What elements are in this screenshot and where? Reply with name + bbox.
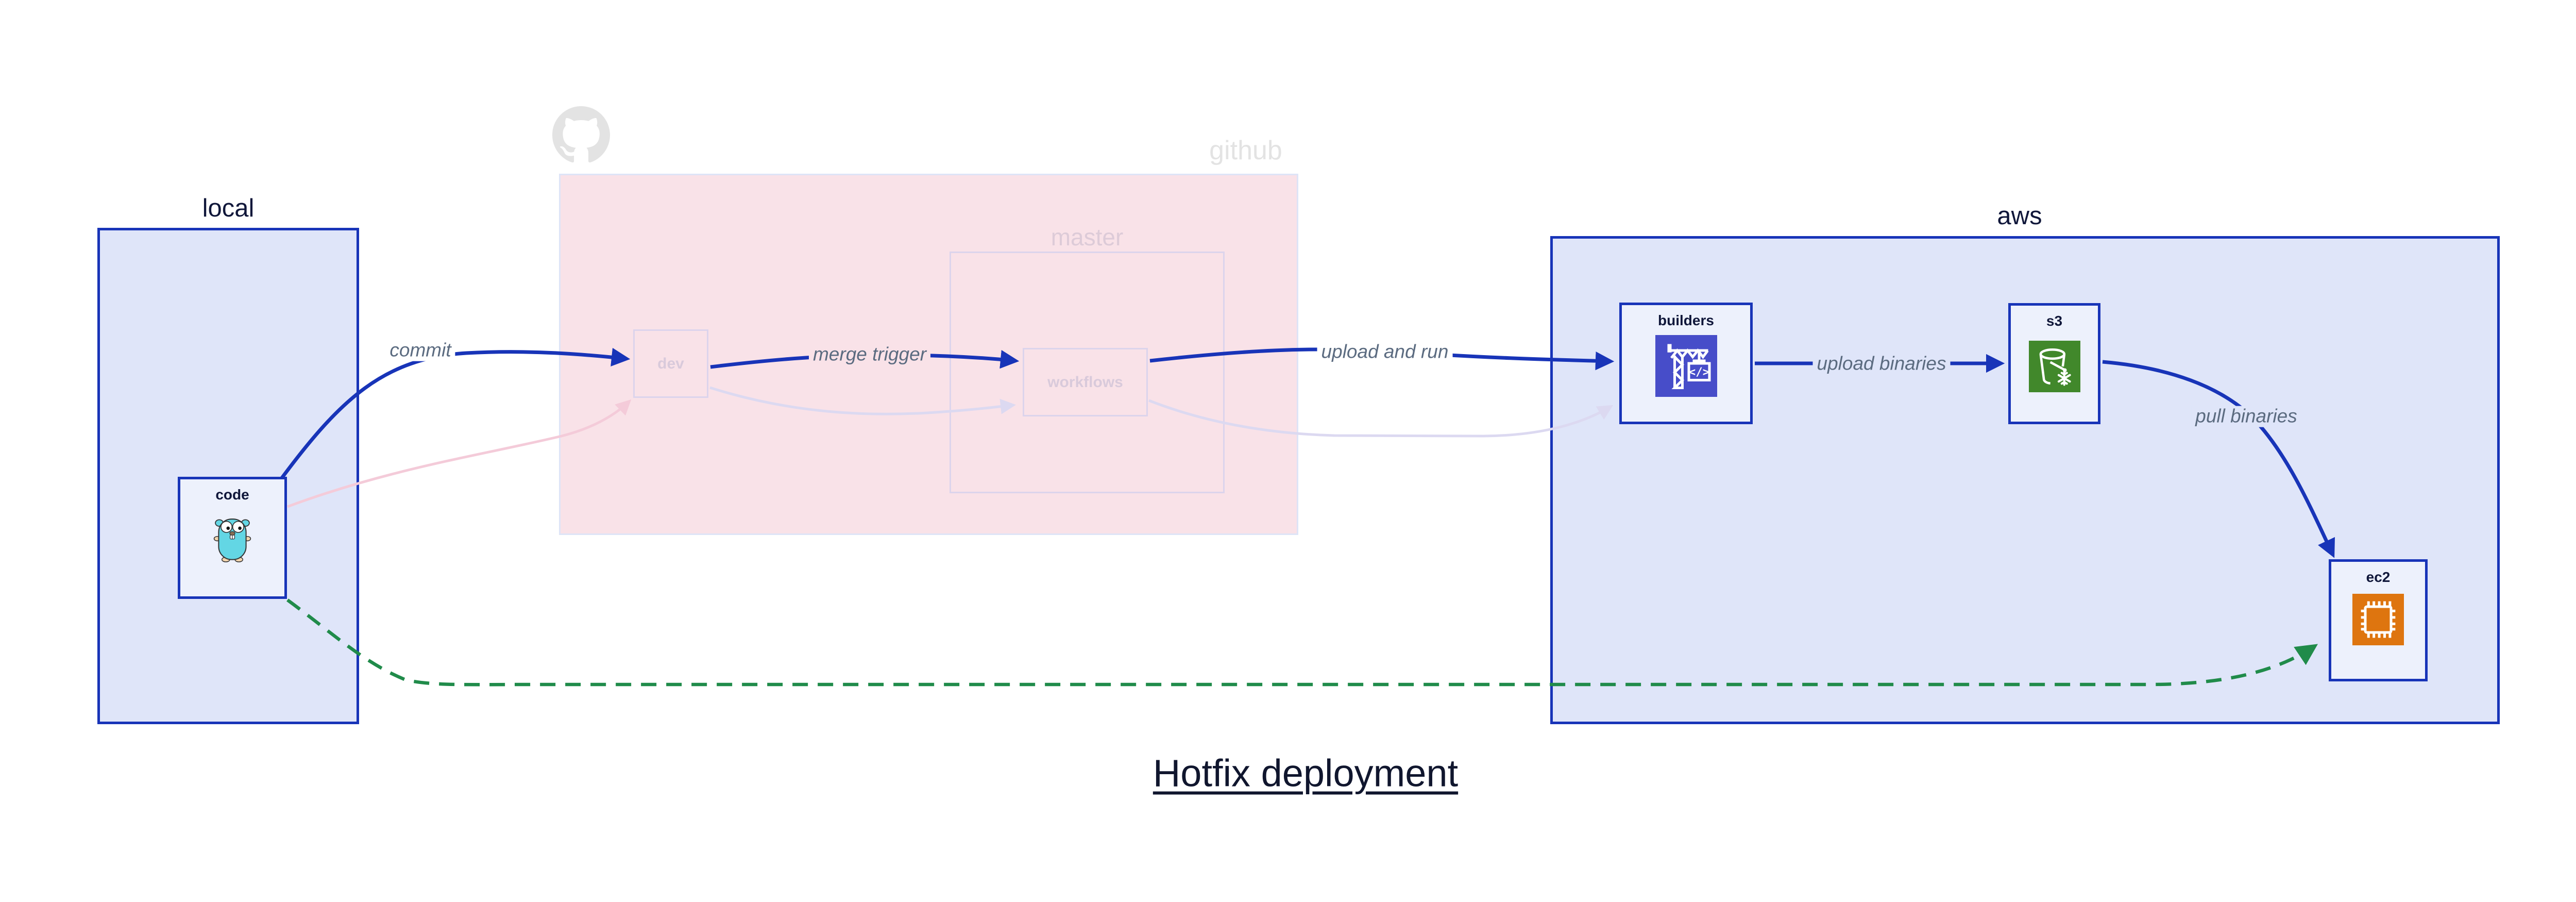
node-workflows: workflows [1023,348,1148,416]
node-workflows-label: workflows [1047,373,1123,391]
github-octocat-icon [552,106,610,163]
codebuild-crane-icon: </> [1655,335,1717,397]
node-builders-label: builders [1658,312,1714,328]
master-branch-box [950,252,1225,493]
s3-bucket-icon [2028,341,2080,392]
edge-label-pull-binaries: pull binaries [2191,406,2301,427]
node-code: code [178,477,287,599]
aws-group-label: aws [1997,202,2042,230]
node-ec2-label: ec2 [2366,569,2391,585]
svg-text:</>: </> [1688,365,1709,379]
diagram-title: Hotfix deployment [1153,751,1459,795]
node-code-label: code [215,487,249,503]
edge-label-merge-trigger: merge trigger [808,344,931,365]
node-builders: builders </> [1619,303,1753,424]
node-dev-label: dev [657,355,684,372]
node-dev: dev [633,329,708,398]
github-group-label: github [1209,136,1282,165]
local-group-box [97,228,359,724]
go-gopher-icon [213,519,251,562]
master-branch-label: master [1050,224,1124,250]
node-ec2: ec2 [2329,559,2428,681]
edge-label-upload-and-run: upload and run [1317,341,1453,363]
edge-label-upload-binaries: upload binaries [1812,353,1951,375]
node-s3-label: s3 [2046,313,2063,329]
local-group-label: local [202,194,255,222]
node-s3: s3 [2008,303,2100,424]
edge-label-commit: commit [385,340,455,361]
ec2-chip-icon [2352,594,2404,645]
